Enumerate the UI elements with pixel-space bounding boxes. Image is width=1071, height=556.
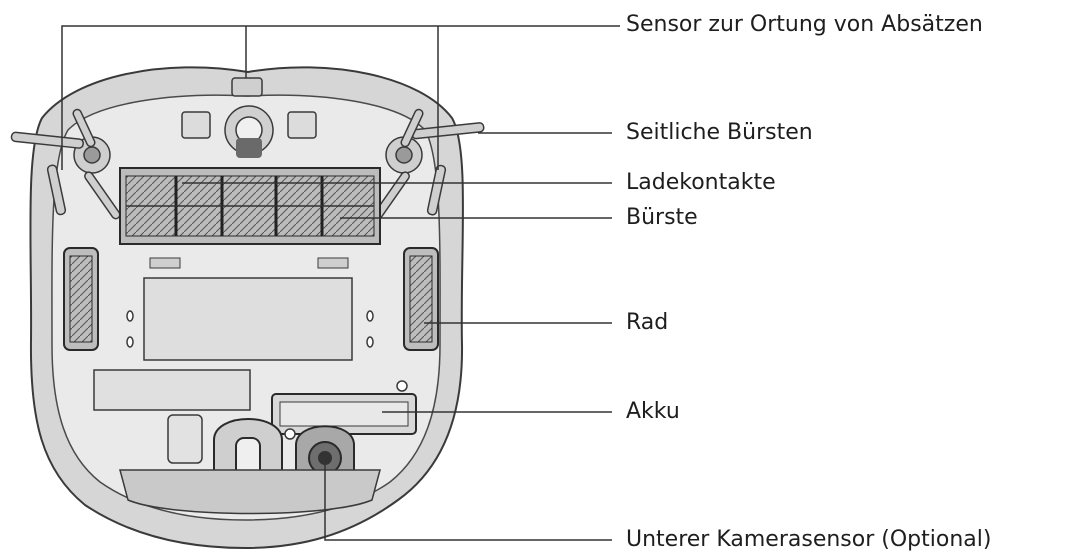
rear-bumper-grille [119, 469, 381, 515]
right-side-brush [373, 108, 485, 220]
label-brush: Bürste [626, 205, 698, 230]
bottom-panel [143, 277, 353, 361]
left-side-brush [10, 108, 121, 220]
label-cliff-sensor: Sensor zur Ortung von Absätzen [626, 12, 983, 37]
main-brush [119, 167, 381, 269]
front-caster [224, 105, 274, 158]
screw-holes [126, 310, 374, 348]
battery-cover [271, 380, 417, 440]
callout-lines [61, 25, 620, 541]
left-wheel [63, 247, 99, 351]
lower-left-panel [93, 369, 251, 411]
cliff-sensor-right [287, 111, 317, 139]
cliff-sensor-left [181, 111, 211, 139]
label-wheel: Rad [626, 310, 669, 335]
label-charge-contacts: Ladekontakte [626, 170, 776, 195]
rear-small-panel [167, 414, 203, 464]
label-battery: Akku [626, 399, 680, 424]
label-camera-sensor: Unterer Kamerasensor (Optional) [626, 527, 992, 552]
label-side-brushes: Seitliche Bürsten [626, 120, 813, 145]
right-wheel [403, 247, 439, 351]
cliff-sensor-top [231, 77, 263, 97]
